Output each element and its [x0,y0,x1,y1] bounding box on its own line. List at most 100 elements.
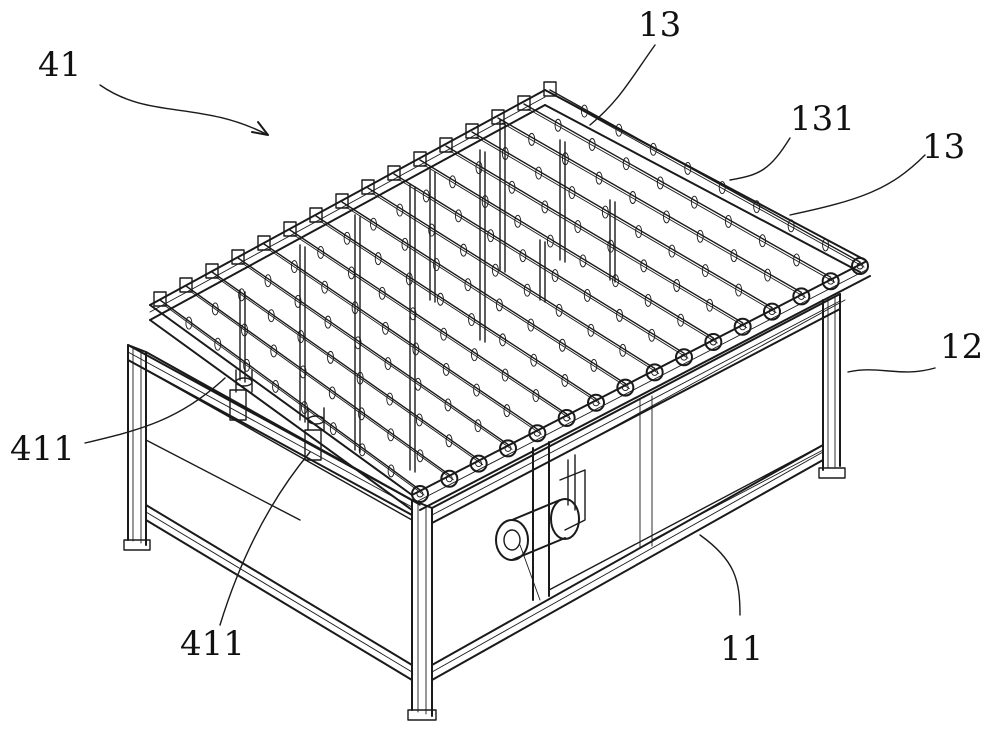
roller-wheel [440,327,448,341]
roller-shaft-edge [397,178,689,359]
roller-wheel [546,234,554,248]
roller-end-block [153,291,167,307]
roller-wheel [629,191,637,204]
drive-sprocket [733,317,752,336]
roller-shaft [419,159,715,339]
drive-motor [495,454,586,601]
roller-wheel [656,176,664,190]
roller-wheel [387,428,395,442]
roller-wheel [615,123,623,137]
roller-wheel [514,214,522,228]
roller-shaft [341,201,627,385]
roller-wheel [501,368,509,382]
roller-wheel [583,289,591,302]
roller-wheel [401,237,409,251]
roller-wheel [495,298,503,312]
roller-wheel [663,210,670,224]
roller-shaft-edge [267,248,542,435]
roller-wheel [491,263,499,277]
drive-sprocket [528,424,547,443]
roller-wheel [635,225,643,239]
roller-wheel [294,294,302,308]
roller-wheel [343,231,351,245]
sprocket-hub [680,353,688,361]
vertical-post [539,239,546,303]
sprocket-hub [768,308,776,316]
roller-end-block [517,95,531,111]
roller-shaft [445,145,744,324]
roller-end-block [387,165,401,181]
roller-end-block [179,277,193,293]
roller-shaft [289,229,568,415]
drive-sprocket [499,439,517,458]
roller-end-block [491,109,505,125]
label-411-left: 411 [10,429,75,469]
roller-wheel [535,166,543,180]
roller-wheel [668,244,676,258]
sprocket-hub [592,399,600,407]
sprocket-hub [709,338,717,346]
roller-wheel [321,280,329,294]
roller-wheel [384,357,392,371]
reference-labels: 41 13 131 13 12 411 411 11 [10,5,983,669]
roller-shaft [523,103,832,278]
vertical-post [499,119,506,273]
roller-wheel [211,302,219,316]
roller-end-block [335,193,349,209]
roller-end-block [309,207,323,223]
roller-shaft [185,285,451,476]
drive-sprocket [469,454,488,473]
roller-wheel [503,404,511,418]
drive-sprocket [587,393,605,412]
roller-wheel [558,338,566,352]
roller-wheel [718,181,726,195]
roller-shaft-edge [319,220,601,405]
roller-wheel [619,343,627,357]
roller-shaft [211,271,480,461]
roller-wheel [473,383,481,397]
roller-wheel [267,309,275,323]
roller-shaft [497,117,803,294]
sprocket-hub [651,368,659,376]
roller-wheel [243,358,251,372]
roller-wheel [541,200,549,214]
sprocket-hub [563,414,571,422]
roller-wheel [386,392,394,406]
roller-wheel [701,264,709,278]
label-11: 11 [720,629,763,669]
vertical-post [239,289,246,383]
roller-shaft [315,215,597,400]
roller-wheel [607,239,615,253]
drive-sprocket [851,257,869,275]
roller-wheel [696,229,704,243]
roller-shaft [471,131,773,309]
roller-wheel [787,219,795,233]
roller-wheel [468,313,476,327]
drive-sprocket [675,348,693,367]
roller-wheel [519,249,527,263]
roller-wheel [454,209,462,223]
roller-wheel [601,205,609,219]
roller-end-block [439,137,453,153]
roller-wheel [568,186,576,199]
roller-wheel [677,313,685,327]
base-frame [123,293,846,721]
roller-wheel [528,132,536,146]
roller-wheel [442,363,450,376]
roller-wheel [616,308,624,322]
roller-wheel [270,344,278,358]
roller-shaft-edge [423,164,718,344]
roller-shaft [237,257,509,446]
roller-shaft-edge [371,192,660,374]
roller-wheel [561,374,569,387]
sprocket-hub [504,444,512,452]
sprocket-hub [739,323,747,331]
roller-end-block [231,249,245,265]
drive-sprocket [616,378,635,397]
sprocket-hub [445,475,453,483]
roller-wheel [415,413,423,427]
roller-wheel [735,283,743,297]
roller-wheel [649,142,657,156]
roller-wheel [508,180,516,194]
